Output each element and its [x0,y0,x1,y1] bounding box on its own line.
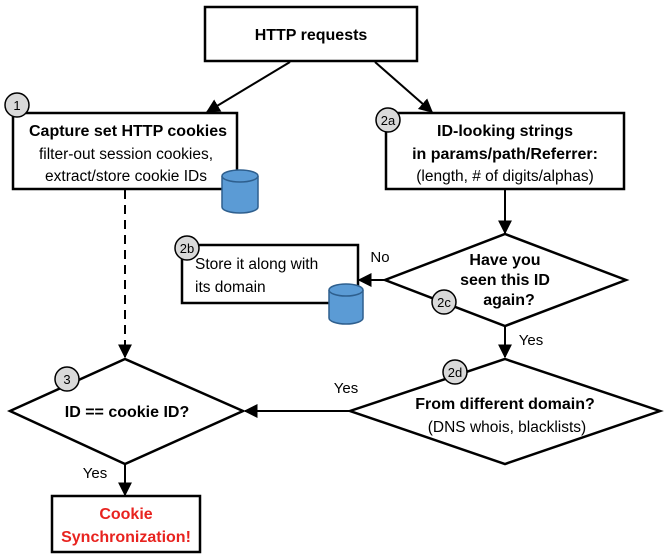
node-capture-title: Capture set HTTP cookies [29,123,227,140]
step-badge-3: 3 [54,366,80,392]
node-store-line2: its domain [195,279,266,296]
node-id-strings: ID-looking strings in params/path/Referr… [384,111,626,191]
node-id-strings-line2: in params/path/Referrer: [412,146,598,163]
step-badge-3-label: 3 [63,372,70,387]
step-badge-2d-label: 2d [448,365,462,380]
node-capture: Capture set HTTP cookies filter-out sess… [11,111,239,191]
step-badge-1-label: 1 [13,98,20,113]
step-badge-2c-label: 2c [437,295,451,310]
node-different-domain-line1: From different domain? [415,396,595,413]
node-store: Store it along with its domain [180,243,360,305]
database-icon [328,283,364,325]
node-id-strings-line1: ID-looking strings [437,123,573,140]
node-capture-line3: extract/store cookie IDs [45,168,207,185]
node-result-line1: Cookie [99,506,152,523]
database-icon [221,169,259,214]
edge-label-yes-left: Yes [334,380,358,397]
edges [118,61,512,497]
step-badge-2c: 2c [431,289,457,315]
step-badge-2a: 2a [375,107,401,133]
node-id-strings-line3: (length, # of digits/alphas) [416,168,594,185]
node-different-domain-decision: From different domain? (DNS whois, black… [346,357,664,466]
edge-request-to-id-strings [374,61,434,113]
step-badge-2d: 2d [442,359,468,385]
node-seen-id-line3: again? [483,292,535,309]
node-seen-id-line1: Have you [469,252,540,269]
step-badge-2b: 2b [174,235,200,261]
node-seen-id-line2: seen this ID [460,272,550,289]
node-http-requests-label: HTTP requests [255,27,368,44]
edge-label-yes-down: Yes [519,332,543,349]
node-cookie-id-check-label: ID == cookie ID? [65,404,189,421]
node-capture-line2: filter-out session cookies, [39,146,213,163]
node-result: Cookie Synchronization! [50,494,202,554]
step-badge-2b-label: 2b [180,241,194,256]
step-badge-1: 1 [4,92,30,118]
node-seen-id-decision: Have you seen this ID again? [381,232,630,328]
node-store-line1: Store it along with [195,256,318,273]
edge-label-yes-bottom: Yes [83,465,107,482]
node-different-domain-line2: (DNS whois, blacklists) [428,419,586,436]
edge-label-no: No [370,249,389,266]
node-cookie-id-check-decision: ID == cookie ID? [6,357,247,466]
node-result-line2: Synchronization! [61,529,191,546]
step-badge-2a-label: 2a [381,113,396,128]
edge-request-to-capture [205,61,291,113]
node-http-requests: HTTP requests [203,5,419,63]
